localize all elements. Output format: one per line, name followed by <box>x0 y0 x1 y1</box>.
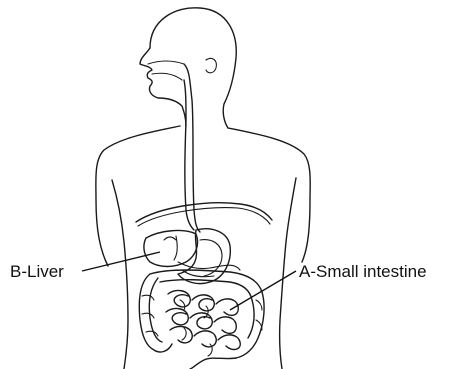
liver-leader-line <box>82 252 160 271</box>
diaphragm <box>136 203 272 226</box>
torso-outline <box>96 126 310 369</box>
liver-organ <box>144 231 198 267</box>
liver-label: B-Liver <box>10 262 64 281</box>
large-intestine <box>139 270 264 369</box>
small-intestine-organ <box>166 291 240 356</box>
small-intestine-label: A-Small intestine <box>299 262 427 281</box>
small-intestine-leader-line <box>230 271 296 310</box>
head-outline <box>140 8 236 128</box>
stomach-organ <box>178 229 230 284</box>
esophagus <box>184 64 200 232</box>
